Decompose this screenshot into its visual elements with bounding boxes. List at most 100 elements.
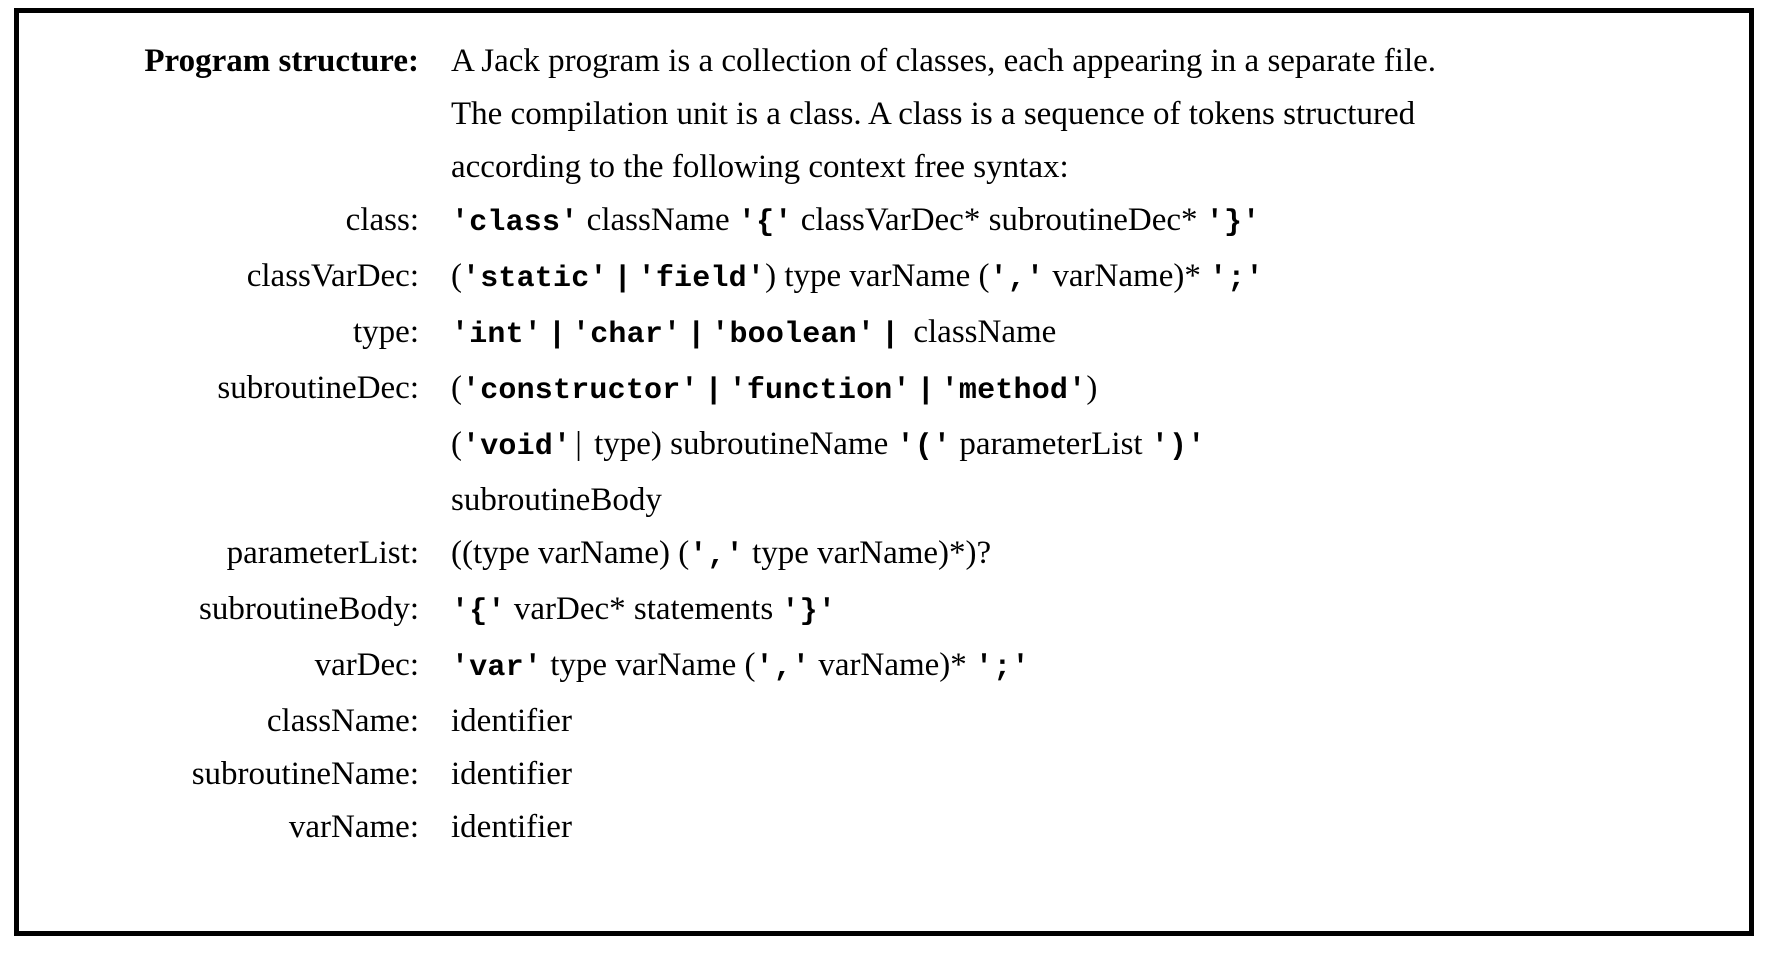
- rule-definition: 'var' type varName (',' varName)* ';': [449, 639, 1699, 695]
- alternation-bar: |: [575, 426, 582, 462]
- terminal-token: 'constructor': [462, 374, 699, 408]
- nonterminal-token: varName)*: [810, 647, 976, 683]
- table-row: class: 'class' className '{' classVarDec*…: [59, 194, 1699, 250]
- rule-definition: 'class' className '{' classVarDec* subro…: [449, 194, 1699, 250]
- nonterminal-token: type) subroutineName: [585, 426, 897, 462]
- intro-line-3: according to the following context free …: [451, 149, 1069, 185]
- rule-label: varName:: [288, 809, 419, 845]
- terminal-token: '{': [737, 206, 793, 240]
- alternation-bar: |: [613, 262, 632, 296]
- table-row: className: identifier: [59, 695, 1699, 748]
- program-structure-label: Program structure:: [144, 43, 419, 79]
- nonterminal-token: identifier: [451, 809, 572, 845]
- rule-definition: 'int'|'char'|'boolean'| className: [449, 306, 1699, 362]
- rule-definition-line-1: 'var' type varName (',' varName)* ';': [451, 639, 1699, 695]
- terminal-token: '(': [896, 430, 952, 464]
- rule-definition-line-3: subroutineBody: [451, 474, 1699, 527]
- rule-definition-line-1: ('static'|'field') type varName (',' var…: [451, 250, 1699, 306]
- nonterminal-token: type varName (: [776, 258, 990, 294]
- nonterminal-token: className: [905, 314, 1057, 350]
- terminal-token: ')': [1150, 430, 1206, 464]
- nonterminal-token: varName)*: [1044, 258, 1210, 294]
- rule-definition: ('static'|'field') type varName (',' var…: [449, 250, 1699, 306]
- rule-label: class:: [345, 202, 419, 238]
- rule-definition: identifier: [449, 695, 1699, 748]
- rule-definition: identifier: [449, 748, 1699, 801]
- terminal-token: 'var': [451, 651, 543, 685]
- alternation-bar: |: [687, 318, 706, 352]
- terminal-token: 'int': [451, 318, 543, 352]
- nonterminal-token: ((type varName) (: [451, 535, 690, 571]
- rule-definition-line-1: 'int'|'char'|'boolean'| className: [451, 306, 1699, 362]
- rule-label: parameterList:: [226, 535, 419, 571]
- nonterminal-token: classVarDec* subroutineDec*: [792, 202, 1206, 238]
- terminal-token: 'char': [572, 318, 682, 352]
- rule-label: subroutineName:: [191, 756, 419, 792]
- rule-label: subroutineBody:: [199, 591, 419, 627]
- rule-definition: '{' varDec* statements '}': [449, 583, 1699, 639]
- rule-label: varDec:: [314, 647, 419, 683]
- grammar-table-body: Program structure: A Jack program is a c…: [59, 35, 1699, 854]
- nonterminal-token: subroutineBody: [451, 482, 662, 518]
- terminal-token: 'static': [462, 262, 608, 296]
- alternation-bar: |: [916, 374, 935, 408]
- terminal-token: 'method': [940, 374, 1087, 408]
- rule-definition-line-1: identifier: [451, 801, 1699, 854]
- rule-label: className:: [266, 703, 419, 739]
- alternation-bar: |: [881, 318, 900, 352]
- table-row: subroutineDec:('constructor'|'function'|…: [59, 362, 1699, 527]
- terminal-token: '}': [1205, 206, 1261, 240]
- rule-label: classVarDec:: [246, 258, 419, 294]
- terminal-token: '}': [781, 595, 837, 629]
- nonterminal-token: type varName)*)?: [743, 535, 992, 571]
- nonterminal-token: varDec* statements: [505, 591, 782, 627]
- table-row: subroutineName: identifier: [59, 748, 1699, 801]
- terminal-token: 'function': [728, 374, 911, 408]
- rule-definition: ('constructor'|'function'|'method')('voi…: [449, 362, 1699, 527]
- rule-definition-line-1: ('constructor'|'function'|'method'): [451, 362, 1699, 418]
- alternation-bar: |: [548, 318, 567, 352]
- terminal-token: ',': [755, 651, 811, 685]
- table-row: classVarDec: ('static'|'field') type varN…: [59, 250, 1699, 306]
- terminal-token: 'class': [451, 206, 579, 240]
- program-structure-description: A Jack program is a collection of classe…: [449, 35, 1699, 194]
- rule-definition-line-2: ('void'| type) subroutineName '(' parame…: [451, 418, 1699, 474]
- rule-definition: ((type varName) (',' type varName)*)?: [449, 527, 1699, 583]
- grammar-table: Program structure: A Jack program is a c…: [59, 35, 1699, 854]
- rule-definition-line-1: '{' varDec* statements '}': [451, 583, 1699, 639]
- grouping-paren: (: [451, 258, 462, 294]
- nonterminal-token: type varName (: [542, 647, 756, 683]
- terminal-token: ';': [975, 651, 1030, 685]
- terminal-token: ',': [989, 262, 1045, 296]
- grouping-paren: (: [451, 426, 462, 462]
- grouping-paren: ): [765, 258, 777, 294]
- terminal-token: 'boolean': [711, 318, 876, 352]
- table-row: varDec: 'var' type varName (',' varName)*…: [59, 639, 1699, 695]
- intro-line-1: A Jack program is a collection of classe…: [451, 43, 1437, 79]
- table-row: parameterList: ((type varName) (',' type …: [59, 527, 1699, 583]
- terminal-token: ';': [1209, 262, 1264, 296]
- nonterminal-token: identifier: [451, 756, 572, 792]
- rule-definition-line-1: 'class' className '{' classVarDec* subro…: [451, 194, 1699, 250]
- terminal-token: ',': [689, 539, 744, 573]
- table-row: varName: identifier: [59, 801, 1699, 854]
- table-row-program-structure: Program structure: A Jack program is a c…: [59, 35, 1699, 194]
- grouping-paren: ): [1086, 370, 1098, 406]
- rule-label: type:: [353, 314, 419, 350]
- rule-definition-line-1: ((type varName) (',' type varName)*)?: [451, 527, 1699, 583]
- table-row: subroutineBody: '{' varDec* statements '}…: [59, 583, 1699, 639]
- terminal-token: '{': [451, 595, 506, 629]
- intro-line-2: The compilation unit is a class. A class…: [451, 96, 1416, 132]
- alternation-bar: |: [704, 374, 723, 408]
- rule-definition: identifier: [449, 801, 1699, 854]
- grammar-figure-box: Program structure: A Jack program is a c…: [14, 8, 1754, 936]
- nonterminal-token: identifier: [451, 703, 572, 739]
- nonterminal-token: className: [578, 202, 738, 238]
- nonterminal-token: parameterList: [951, 426, 1151, 462]
- terminal-token: 'void': [462, 430, 572, 464]
- terminal-token: 'field': [637, 262, 766, 296]
- rule-definition-line-1: identifier: [451, 695, 1699, 748]
- rule-label: subroutineDec:: [217, 370, 419, 406]
- table-row: type:'int'|'char'|'boolean'| className: [59, 306, 1699, 362]
- rule-definition-line-1: identifier: [451, 748, 1699, 801]
